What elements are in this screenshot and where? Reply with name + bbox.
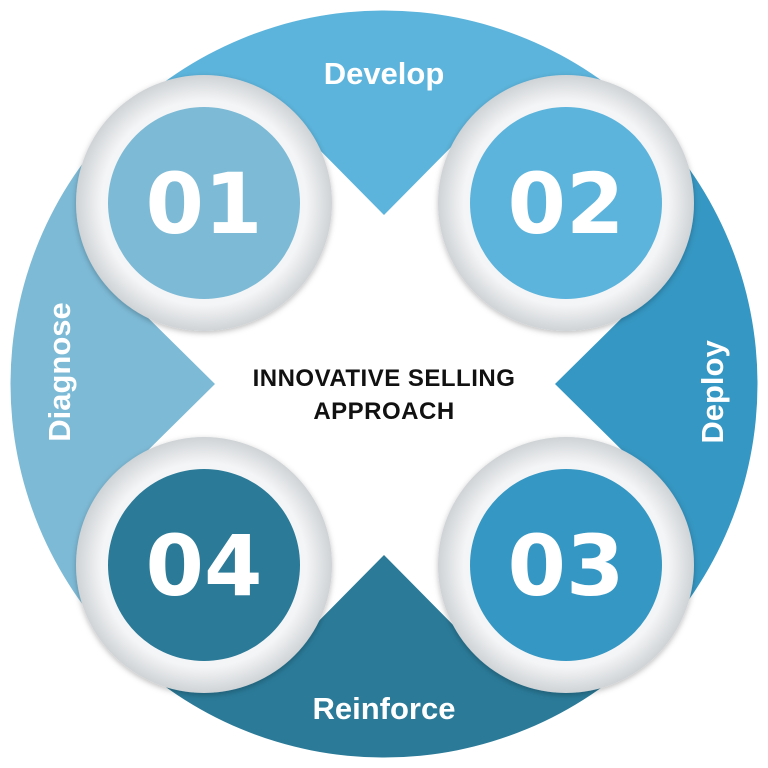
center-title-line-1: INNOVATIVE SELLING (252, 365, 516, 392)
step-01-badge: 01 (76, 75, 332, 331)
step-03-number: 03 (508, 517, 625, 615)
label-deploy: Deploy (695, 340, 730, 444)
step-04-disc (108, 469, 300, 661)
label-reinforce: Reinforce (313, 691, 456, 726)
step-01-number: 01 (146, 155, 263, 253)
step-02-disc (470, 107, 662, 299)
center-title-line-2: APPROACH (313, 398, 455, 425)
step-02-badge: 02 (438, 75, 694, 331)
center-title: INNOVATIVE SELLING APPROACH (184, 362, 584, 428)
step-04-number: 04 (146, 517, 263, 615)
step-01-disc (108, 107, 300, 299)
label-develop: Develop (324, 56, 445, 91)
step-02-number: 02 (508, 155, 625, 253)
step-03-disc (470, 469, 662, 661)
step-04-badge: 04 (76, 437, 332, 693)
step-03-badge: 03 (438, 437, 694, 693)
label-diagnose: Diagnose (42, 302, 77, 442)
